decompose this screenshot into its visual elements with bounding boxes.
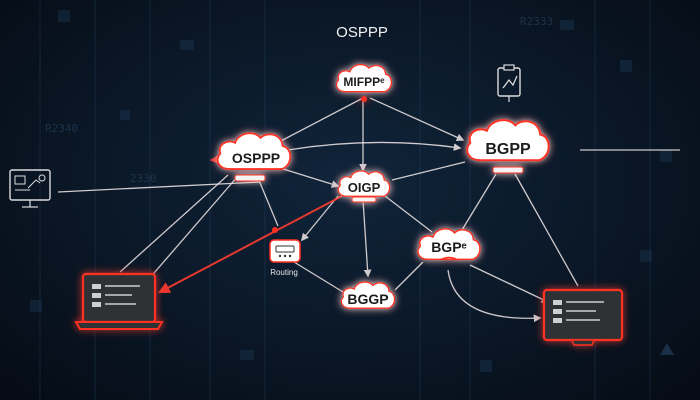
cloud-label-bottom: BGGP [347, 291, 388, 307]
cloud-node-left: OSPPP [216, 132, 292, 182]
monitor-icon [542, 288, 624, 346]
diagram-title: OSPPP [336, 24, 388, 41]
laptop-icon [74, 272, 164, 330]
cloud-node-center: OIGP [337, 170, 391, 203]
router-icon: Routing [269, 227, 301, 277]
svg-text:2330: 2330 [130, 172, 157, 185]
cloud-node-right: BGPP [466, 118, 550, 174]
workstation-icon [9, 169, 51, 208]
clipboard-icon [497, 64, 521, 102]
cloud-label-right: BGPP [485, 141, 531, 158]
svg-text:R2333: R2333 [520, 15, 553, 28]
cloud-node-top: MIFPPᵉ [335, 63, 393, 102]
cloud-label-center: OIGP [348, 180, 381, 195]
background-pattern: R2340 R2333 2330 [30, 0, 674, 400]
svg-text:R2340: R2340 [45, 122, 78, 135]
cloud-label-mid-right: BGPᵉ [431, 239, 467, 255]
cloud-node-mid-right: BGPᵉ [417, 228, 481, 261]
cloud-node-bottom: BGGP [340, 281, 396, 309]
router-label: Routing [270, 268, 298, 277]
cloud-label-top: MIFPPᵉ [343, 75, 385, 89]
cloud-label-left: OSPPP [232, 150, 280, 166]
